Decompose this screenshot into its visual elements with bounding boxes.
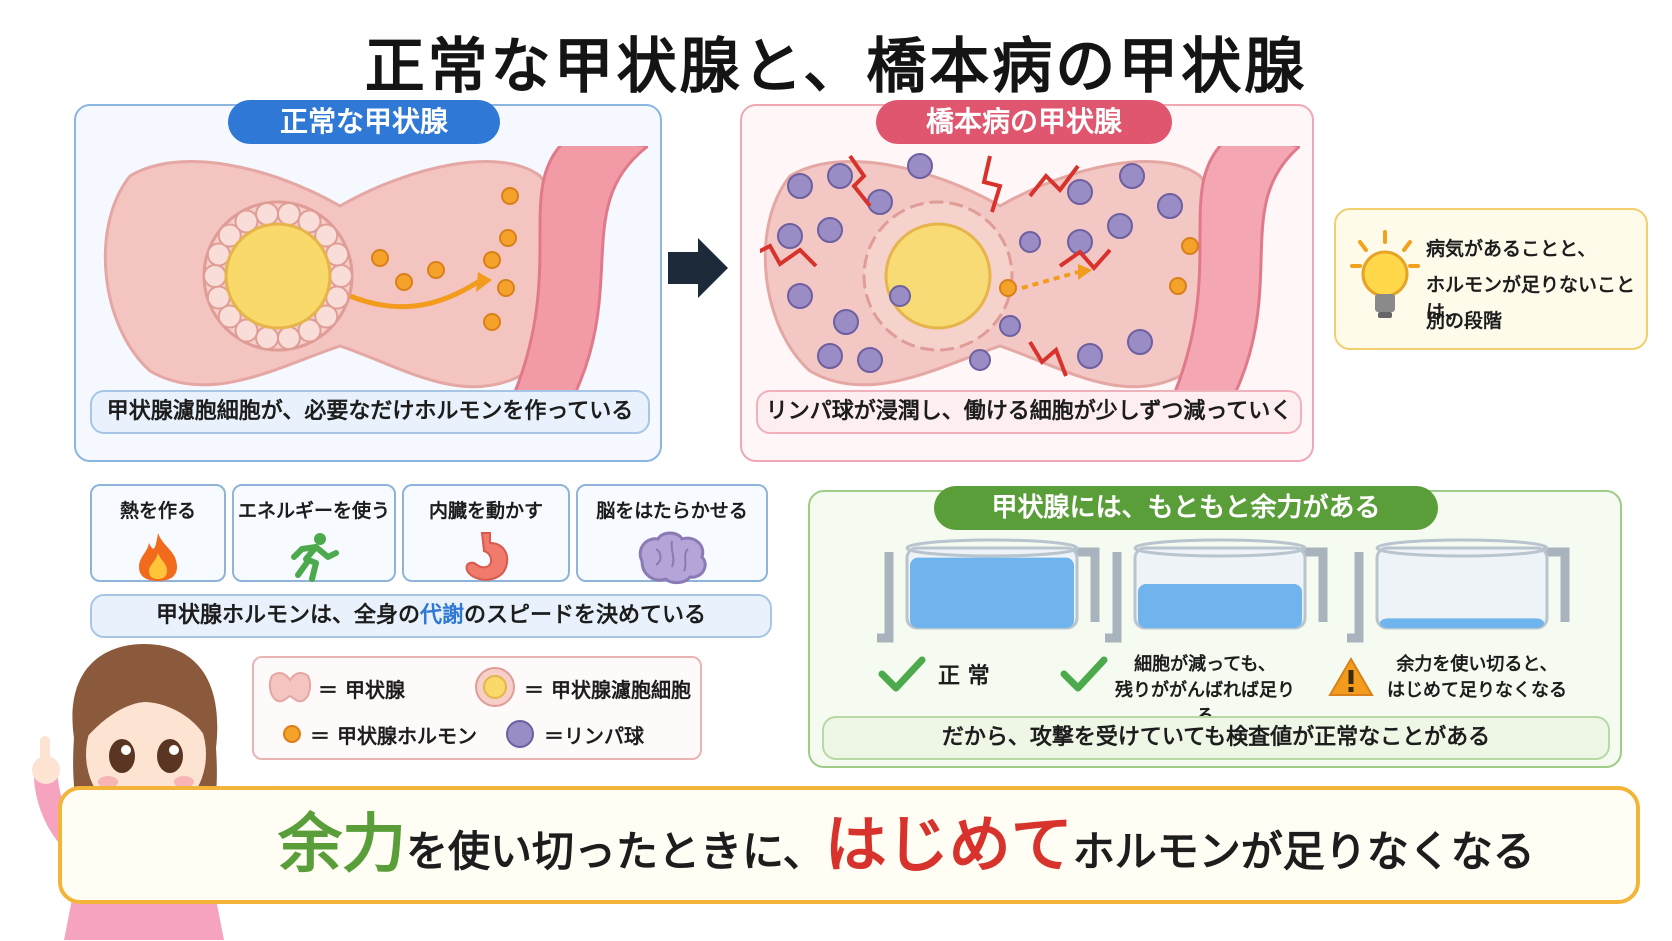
hormone-legend-icon — [283, 725, 301, 743]
legend-follicle: ＝ 甲状腺濾胞細胞 — [524, 678, 691, 702]
tank-label-exhausted-line2: はじめて足りなくなる — [1387, 680, 1567, 701]
thyroid-legend-icon — [268, 672, 312, 703]
metabolism-caption-after: のスピードを決めている — [464, 603, 707, 628]
follicle-cell — [203, 264, 227, 288]
tank-rim — [1133, 538, 1307, 558]
warning-icon — [1328, 657, 1374, 696]
function-brain: 脳をはたらかせる — [576, 484, 768, 585]
reserve-caption: だから、攻撃を受けていても検査値が正常なことがある — [822, 716, 1610, 760]
tank-pipe — [1543, 547, 1570, 622]
tank-pipe — [1301, 547, 1328, 622]
tank-rim — [1375, 538, 1549, 558]
tank-water — [1380, 618, 1544, 628]
hormone-dots — [371, 187, 519, 331]
tank-water — [1138, 584, 1302, 628]
running-person-icon — [291, 533, 339, 582]
tank-pipe — [877, 552, 894, 643]
tip-line-3: 別の段階 — [1426, 310, 1503, 332]
water-tank — [1105, 538, 1328, 643]
stomach-icon — [465, 532, 509, 581]
tank-label-normal: 正 常 — [938, 664, 990, 689]
function-organs: 内臓を動かす — [402, 484, 570, 582]
water-tank — [1347, 538, 1570, 643]
tip-box: 病気があることと、 ホルモンが足りないことは、 別の段階 — [1334, 208, 1648, 350]
blood-vessel — [1168, 146, 1300, 404]
normal-thyroid-label: 正常な甲状腺 — [228, 100, 500, 144]
follicle-cell — [276, 326, 301, 351]
brain-icon — [638, 531, 707, 585]
function-label: エネルギーを使う — [237, 500, 390, 522]
function-label: 内臓を動かす — [428, 500, 543, 522]
inflammation-zigzags — [760, 154, 1112, 377]
follicle-cell — [255, 201, 280, 226]
hashimoto-thyroid-illustration — [760, 146, 1300, 404]
tip-line-1: 病気があることと、 — [1426, 238, 1597, 260]
lymphocyte-legend-icon — [506, 720, 534, 748]
legend-hormone: ＝ 甲状腺ホルモン — [310, 724, 477, 748]
tank-rim — [905, 538, 1079, 558]
lightbulb-icon — [1350, 230, 1420, 318]
water-tank — [877, 538, 1100, 643]
function-label: 熱を作る — [119, 500, 196, 522]
tank-label-exhausted-line1: 余力を使い切ると、 — [1396, 654, 1558, 675]
legend-lymphocyte: ＝リンパ球 — [544, 724, 644, 748]
reserve-tanks — [877, 538, 1570, 643]
normal-thyroid-caption: 甲状腺濾胞細胞が、必要なだけホルモンを作っている — [90, 390, 650, 434]
follicle — [202, 200, 354, 352]
conclusion-text: 余力を使い切ったときに、はじめてホルモンが足りなくなる — [278, 800, 1628, 890]
follicle-cell — [255, 326, 280, 351]
tank-body — [1375, 546, 1549, 630]
follicle-cell — [234, 209, 259, 234]
check-icon — [878, 656, 926, 692]
metabolism-caption-before: 甲状腺ホルモンは、全身の — [155, 603, 420, 628]
tank-pipe — [1347, 552, 1364, 643]
tank-pipe — [1105, 552, 1122, 643]
metabolism-caption: 甲状腺ホルモンは、全身の代謝のスピードを決めている — [90, 594, 772, 638]
follicle-cell — [276, 201, 301, 226]
tank-pipe — [1073, 547, 1100, 622]
follicle-cell — [217, 223, 242, 248]
conclusion-first-time: はじめて — [824, 808, 1073, 881]
conclusion-end: ホルモンが足りなくなる — [1072, 827, 1535, 876]
reserve-label: 甲状腺には、もともと余力がある — [934, 486, 1438, 530]
legend-box: ＝ 甲状腺 ＝ 甲状腺濾胞細胞 ＝ 甲状腺ホルモン ＝リンパ球 — [252, 656, 702, 760]
hashimoto-thyroid-caption: リンパ球が浸潤し、働ける細胞が少しずつ減っていく — [756, 390, 1302, 434]
check-icon — [1060, 656, 1108, 692]
conclusion-middle: を使い切ったときに、 — [406, 827, 825, 876]
follicle-cell — [297, 318, 322, 343]
function-label: 脳をはたらかせる — [596, 500, 748, 522]
legend-thyroid: ＝ 甲状腺 — [318, 678, 405, 702]
tank-label-exhausted: 余力を使い切ると、 はじめて足りなくなる — [1382, 652, 1572, 704]
tank-water — [910, 557, 1074, 628]
follicle-cell — [234, 318, 259, 343]
hormone-dots — [999, 237, 1199, 297]
function-heat: 熱を作る — [90, 484, 226, 582]
normal-thyroid-illustration — [103, 146, 648, 404]
page-title: 正常な甲状腺と、橋本病の甲状腺 — [364, 32, 1308, 102]
conclusion-reserve: 余力 — [278, 808, 406, 882]
hormone-arrow — [1021, 270, 1079, 290]
tip-line-2: ホルモンが足りないことは、 — [1426, 274, 1636, 323]
follicle-cell — [297, 209, 322, 234]
progression-arrow-icon — [668, 238, 728, 298]
function-energy: エネルギーを使う — [232, 484, 396, 582]
blood-vessel — [508, 146, 648, 404]
tank-label-reduced: 細胞が減っても、 残りががんばれば足りる — [1110, 652, 1300, 730]
follicle-legend-icon — [475, 667, 515, 707]
follicle-cell — [314, 304, 339, 329]
metabolism-caption-highlight: 代謝 — [419, 603, 464, 628]
hormone-arrow — [349, 279, 480, 310]
conclusion-banner — [58, 786, 1640, 904]
lymphocyte-dots — [777, 153, 1183, 373]
hashimoto-thyroid-label: 橋本病の甲状腺 — [876, 100, 1172, 144]
fire-icon — [139, 533, 177, 581]
tank-label-reduced-line1: 細胞が減っても、 — [1134, 654, 1276, 675]
follicle-cell — [329, 264, 353, 288]
damaged-follicle — [862, 200, 1014, 352]
follicle-cell — [314, 223, 339, 248]
follicle-cell — [217, 304, 242, 329]
